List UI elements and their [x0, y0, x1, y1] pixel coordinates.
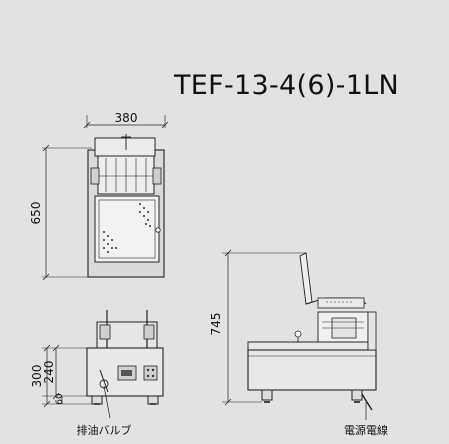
drain-valve-label: 排油バルブ	[77, 423, 132, 437]
depth-dimension: 650	[29, 144, 92, 281]
height-dimensions: 300 240 60	[30, 344, 92, 408]
side-body	[247, 349, 377, 391]
top-view: 380 650	[29, 111, 169, 281]
front-view: 300 240 60 排油バルブ	[30, 310, 164, 437]
power-cord-label: 電源電線	[344, 423, 388, 437]
counter-height-label: 240	[42, 361, 56, 384]
power-cord	[361, 393, 373, 411]
width-label: 380	[115, 111, 138, 125]
drain-valve-leader	[103, 385, 111, 419]
front-right-leg	[147, 395, 159, 405]
fry-tank	[94, 195, 160, 263]
basket-arm	[299, 252, 313, 305]
model-title: TEF-13-4(6)-1LN	[174, 70, 400, 101]
overall-height-dimension: 745	[209, 249, 306, 406]
basket-lift-frame	[94, 137, 156, 157]
heater-dots	[103, 203, 151, 253]
width-dimension: 380	[83, 111, 169, 129]
control-buttons	[143, 365, 158, 381]
side-left-leg	[261, 389, 273, 401]
overall-height-label: 745	[209, 313, 223, 336]
side-right-leg	[351, 389, 363, 401]
side-view: 745 電	[209, 249, 388, 437]
front-left-leg	[91, 395, 103, 405]
drain-valve	[99, 369, 109, 393]
depth-label: 650	[29, 202, 43, 225]
leg-height-label: 60	[55, 393, 65, 405]
body-height-label: 300	[30, 365, 44, 388]
